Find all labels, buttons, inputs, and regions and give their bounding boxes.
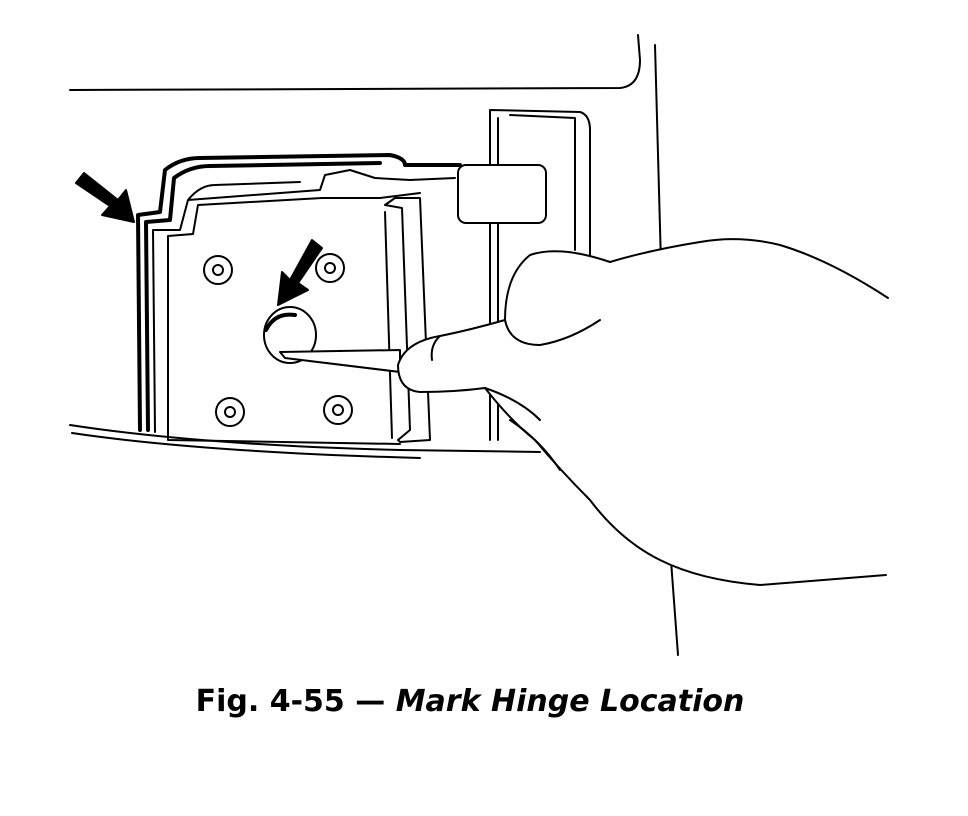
hinge-knuckle-line xyxy=(384,211,393,439)
door-jamb xyxy=(489,109,591,441)
hand-finger-lines xyxy=(430,319,601,471)
figure-title: Mark Hinge Location xyxy=(395,684,745,719)
body-panel-top-edge xyxy=(69,34,641,91)
center-hole-mark xyxy=(264,312,297,332)
bolt-holes xyxy=(203,253,353,427)
hinge-tab xyxy=(457,164,547,224)
center-hole xyxy=(263,306,317,364)
hand xyxy=(397,238,889,586)
hinge-knuckle xyxy=(384,197,431,443)
caption-dash: — xyxy=(355,684,386,719)
body-panel-bottom-curve-inner xyxy=(71,432,421,459)
arrow-outline-icon xyxy=(75,172,135,223)
figure-caption: Fig. 4-55 — Mark Hinge Location xyxy=(0,684,940,719)
hinge-plate-inner xyxy=(167,192,421,445)
arrow-hole-icon xyxy=(277,239,323,306)
figure-number: Fig. 4-55 xyxy=(195,684,345,719)
hinge-outline xyxy=(136,153,462,432)
hinge-plate xyxy=(152,169,456,433)
hinge-illustration xyxy=(69,34,889,656)
